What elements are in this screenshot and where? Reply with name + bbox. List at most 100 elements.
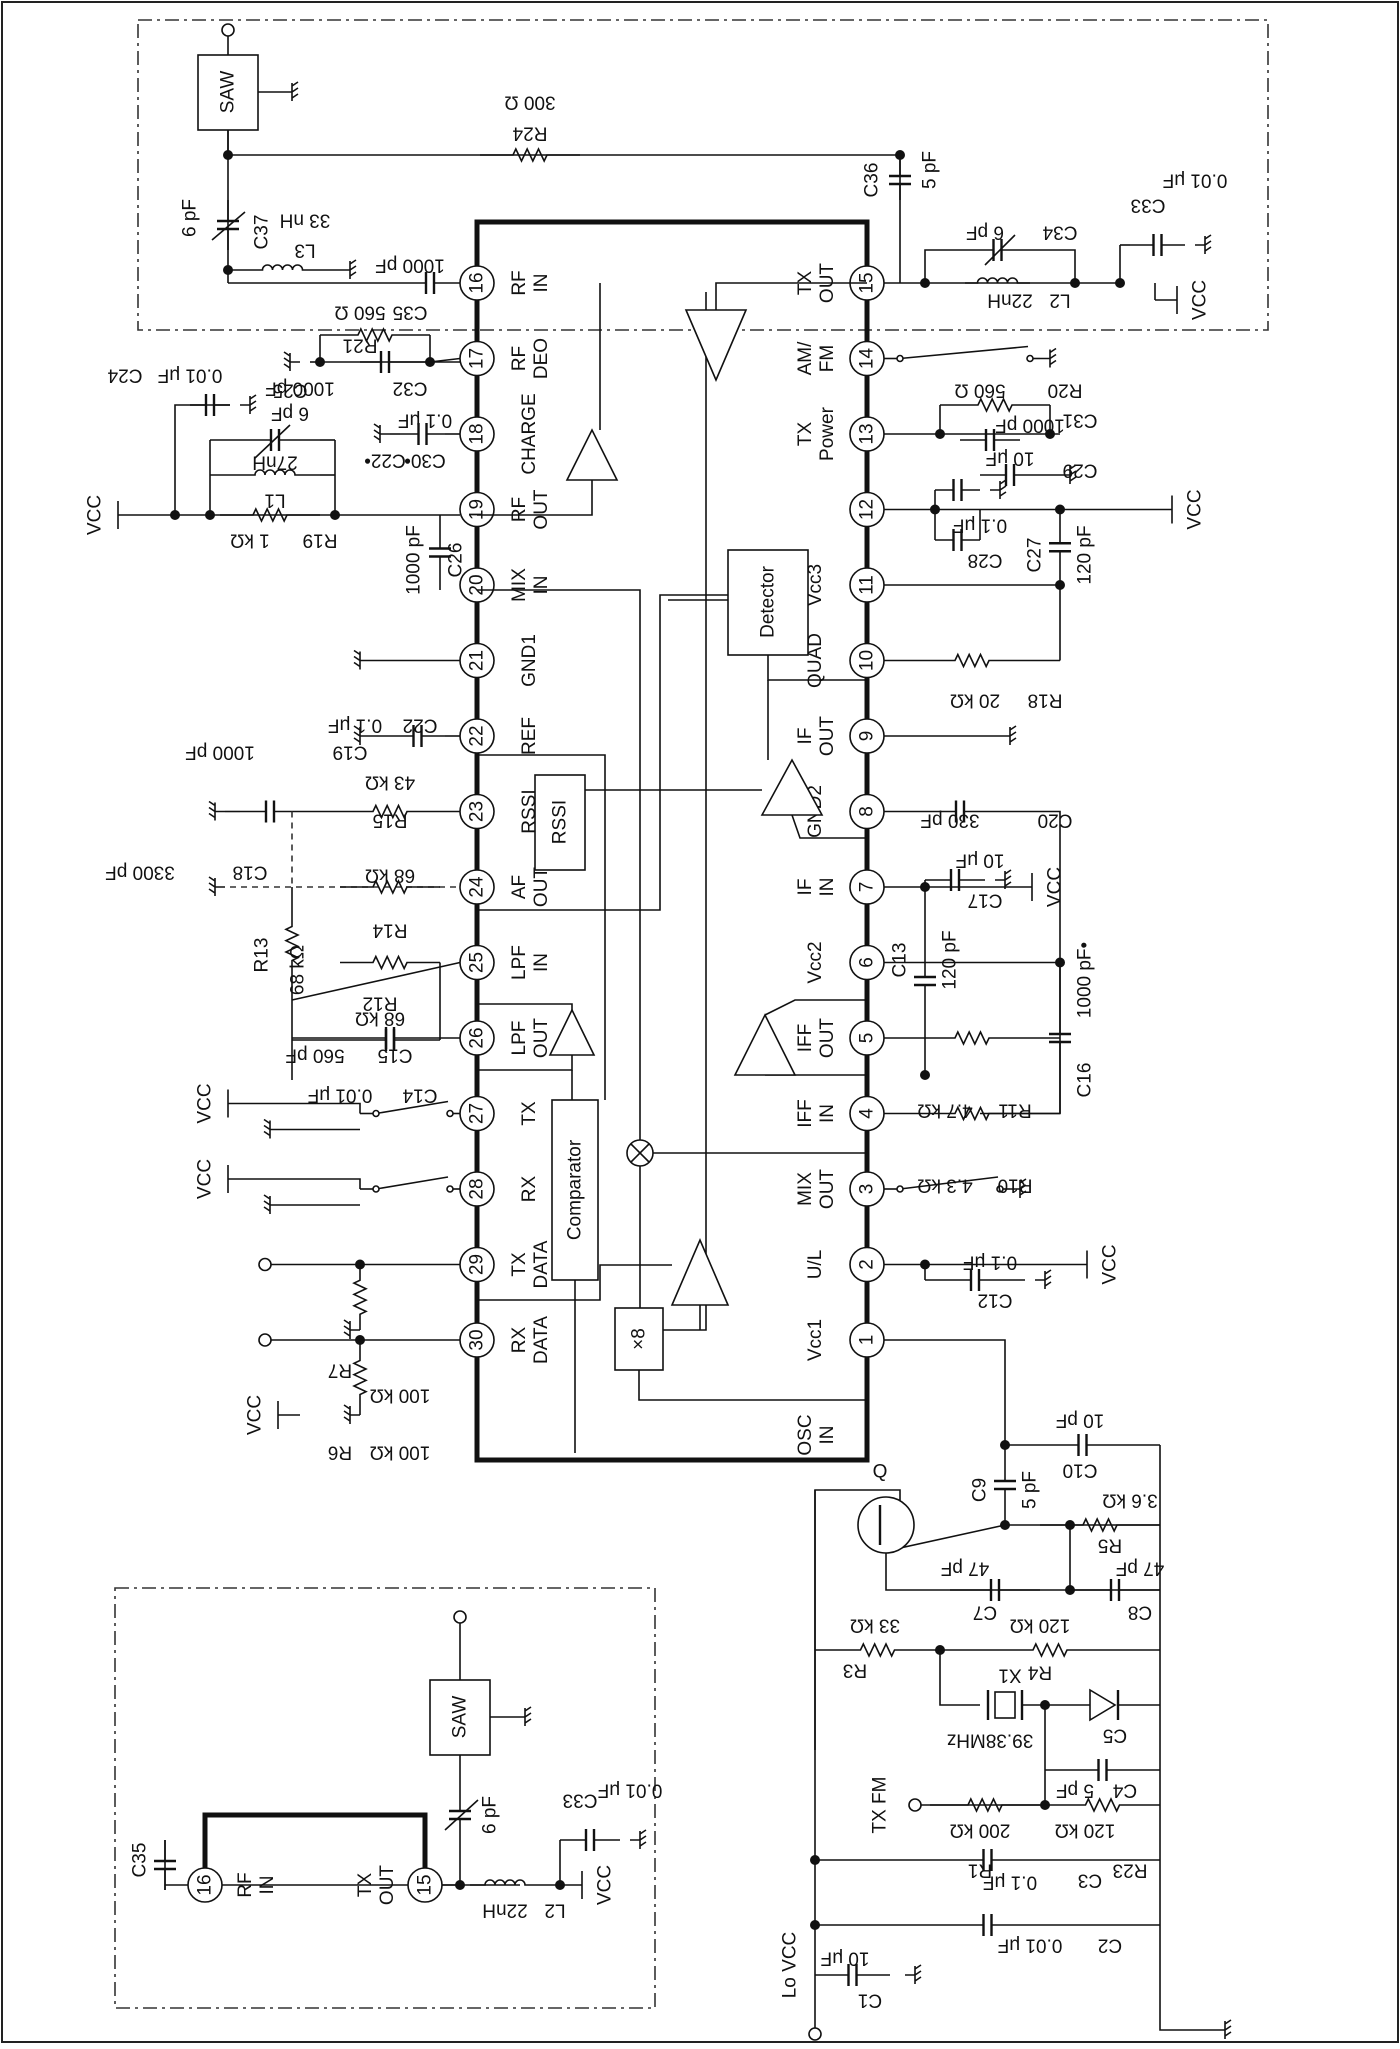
pin-label-25-line: IN bbox=[531, 953, 552, 972]
pin-7: 7 bbox=[849, 869, 885, 905]
pin-label-11: Vcc3 bbox=[805, 564, 826, 606]
pin-number: 9 bbox=[857, 731, 878, 742]
pin-2: 2 bbox=[849, 1246, 885, 1283]
inset-tx-out-label-line: TX bbox=[355, 1873, 376, 1898]
inset-vcc-label: VCC bbox=[595, 1865, 616, 1905]
r6-value: 100 kΩ bbox=[370, 1442, 431, 1463]
c3-name: C3 bbox=[1078, 1870, 1102, 1891]
pin-23: 23 bbox=[459, 793, 495, 830]
wires bbox=[140, 35, 1215, 2031]
r20-resistor bbox=[940, 397, 1050, 413]
r7-value: 100 kΩ bbox=[370, 1385, 431, 1406]
pin-number: 20 bbox=[467, 574, 488, 595]
ground-icon bbox=[343, 1404, 360, 1424]
junction-dot bbox=[205, 510, 215, 520]
r5-name: R5 bbox=[1098, 1535, 1122, 1556]
c24-value: 0.01 μF bbox=[158, 365, 223, 386]
c2-value: 0.01 μF bbox=[998, 1935, 1063, 1956]
pin-label-3: MIXOUT bbox=[795, 1169, 838, 1210]
c30-value: 0.1 μF bbox=[398, 410, 452, 431]
pin-circle bbox=[187, 1867, 223, 1903]
pin-label-29-line: TX bbox=[509, 1252, 530, 1277]
vcc-label-30: VCC bbox=[245, 1395, 266, 1435]
r15-value: 43 kΩ bbox=[365, 772, 415, 793]
ground-icon bbox=[208, 800, 225, 821]
rssi-block bbox=[534, 774, 586, 871]
pin-number: 5 bbox=[857, 1033, 878, 1044]
pin-label-5-line: IFF bbox=[795, 1024, 816, 1053]
r21-name: R21 bbox=[343, 335, 378, 356]
pin-number: 16 bbox=[195, 1874, 216, 1895]
pin-number: 16 bbox=[467, 272, 488, 293]
inset-saw-filter bbox=[429, 1679, 491, 1756]
c27-value: 120 pF bbox=[1075, 525, 1096, 584]
pin-label-17: RFDEO bbox=[509, 338, 552, 379]
pin-label-13: TXPower bbox=[795, 406, 838, 461]
r1-value: 200 kΩ bbox=[950, 1820, 1011, 1841]
detector-label: Detector bbox=[758, 565, 779, 637]
pin-label-18: CHARGE bbox=[519, 393, 540, 474]
ground-icon bbox=[1010, 1178, 1027, 1198]
wire bbox=[477, 594, 728, 911]
pin-number: 29 bbox=[467, 1254, 488, 1275]
terminal-icon bbox=[258, 1257, 272, 1272]
junction-dot bbox=[1055, 580, 1065, 590]
pin-label-1: Vcc1 bbox=[805, 1319, 826, 1361]
pin-number: 24 bbox=[467, 876, 488, 898]
pin-label-5: IFFOUT bbox=[795, 1018, 838, 1059]
pin-label-6-line: Vcc2 bbox=[805, 941, 826, 983]
junction-dot bbox=[1055, 504, 1065, 515]
wire bbox=[291, 961, 461, 1001]
r4-resistor bbox=[940, 1642, 1160, 1658]
ground-icon bbox=[990, 479, 1007, 499]
pin-label-29: TXDATA bbox=[509, 1240, 552, 1288]
vcc-label-7: VCC bbox=[1045, 867, 1066, 907]
terminal-icon bbox=[808, 2027, 822, 2041]
vcc-rail-icon bbox=[1010, 873, 1033, 901]
c17-value: 10 μF bbox=[956, 850, 1005, 871]
pin-label-13-line: TX bbox=[795, 422, 816, 447]
r11-value: 4.7 kΩ bbox=[917, 1100, 972, 1121]
pin-label-19-line: OUT bbox=[531, 489, 552, 530]
r4-name: R4 bbox=[1027, 1662, 1052, 1683]
switch-contact bbox=[996, 1185, 1004, 1193]
ground-icon bbox=[515, 1706, 532, 1726]
l2-name: L2 bbox=[1049, 290, 1070, 311]
pin-number: 13 bbox=[857, 423, 878, 444]
c3-value: 0.1 μF bbox=[983, 1872, 1037, 1893]
ground-icon bbox=[263, 1118, 280, 1139]
pin-label-30-line: RX bbox=[509, 1326, 530, 1353]
junction-dot bbox=[315, 357, 325, 367]
wire bbox=[174, 404, 230, 515]
saw-label: SAW bbox=[218, 71, 239, 114]
r18-resistor bbox=[884, 652, 1060, 669]
pin-number: 1 bbox=[857, 1335, 878, 1346]
wire bbox=[429, 357, 461, 363]
c28-value: 0.1 μF bbox=[953, 515, 1007, 536]
l1-value: 27nH bbox=[252, 452, 297, 473]
junction-dot bbox=[1040, 1700, 1050, 1710]
c37-name: C37 bbox=[252, 215, 273, 250]
pin-24: 24 bbox=[459, 869, 495, 905]
vcc-rail-icon bbox=[117, 501, 140, 529]
tx-output-amp-icon bbox=[684, 309, 748, 383]
junction-dot bbox=[1040, 1800, 1050, 1810]
mixer-cross bbox=[630, 1143, 650, 1163]
c20-value: 330 pF bbox=[920, 810, 979, 831]
l1-name: L1 bbox=[264, 490, 285, 511]
vcc-rail-icon bbox=[277, 1401, 300, 1429]
c18-name: C18 bbox=[233, 862, 268, 883]
pin-label-13-line: Power bbox=[817, 406, 838, 461]
ground-icon bbox=[1215, 2019, 1232, 2039]
transistor-q-icon bbox=[857, 1496, 915, 1554]
r11-resistor bbox=[884, 1030, 1060, 1046]
multiplier-label: ×8 bbox=[629, 1328, 650, 1350]
c22-top-name: C22• bbox=[364, 450, 406, 471]
pin-label-19-line: RF bbox=[509, 497, 530, 522]
r13-value: 68 kΩ bbox=[288, 945, 309, 995]
terminal-icon bbox=[453, 1610, 467, 1624]
pin-8: 8 bbox=[849, 793, 885, 830]
c9-value: 5 pF bbox=[1020, 1471, 1041, 1509]
junction-dot bbox=[1000, 1520, 1010, 1530]
r12-name: R12 bbox=[363, 993, 398, 1014]
